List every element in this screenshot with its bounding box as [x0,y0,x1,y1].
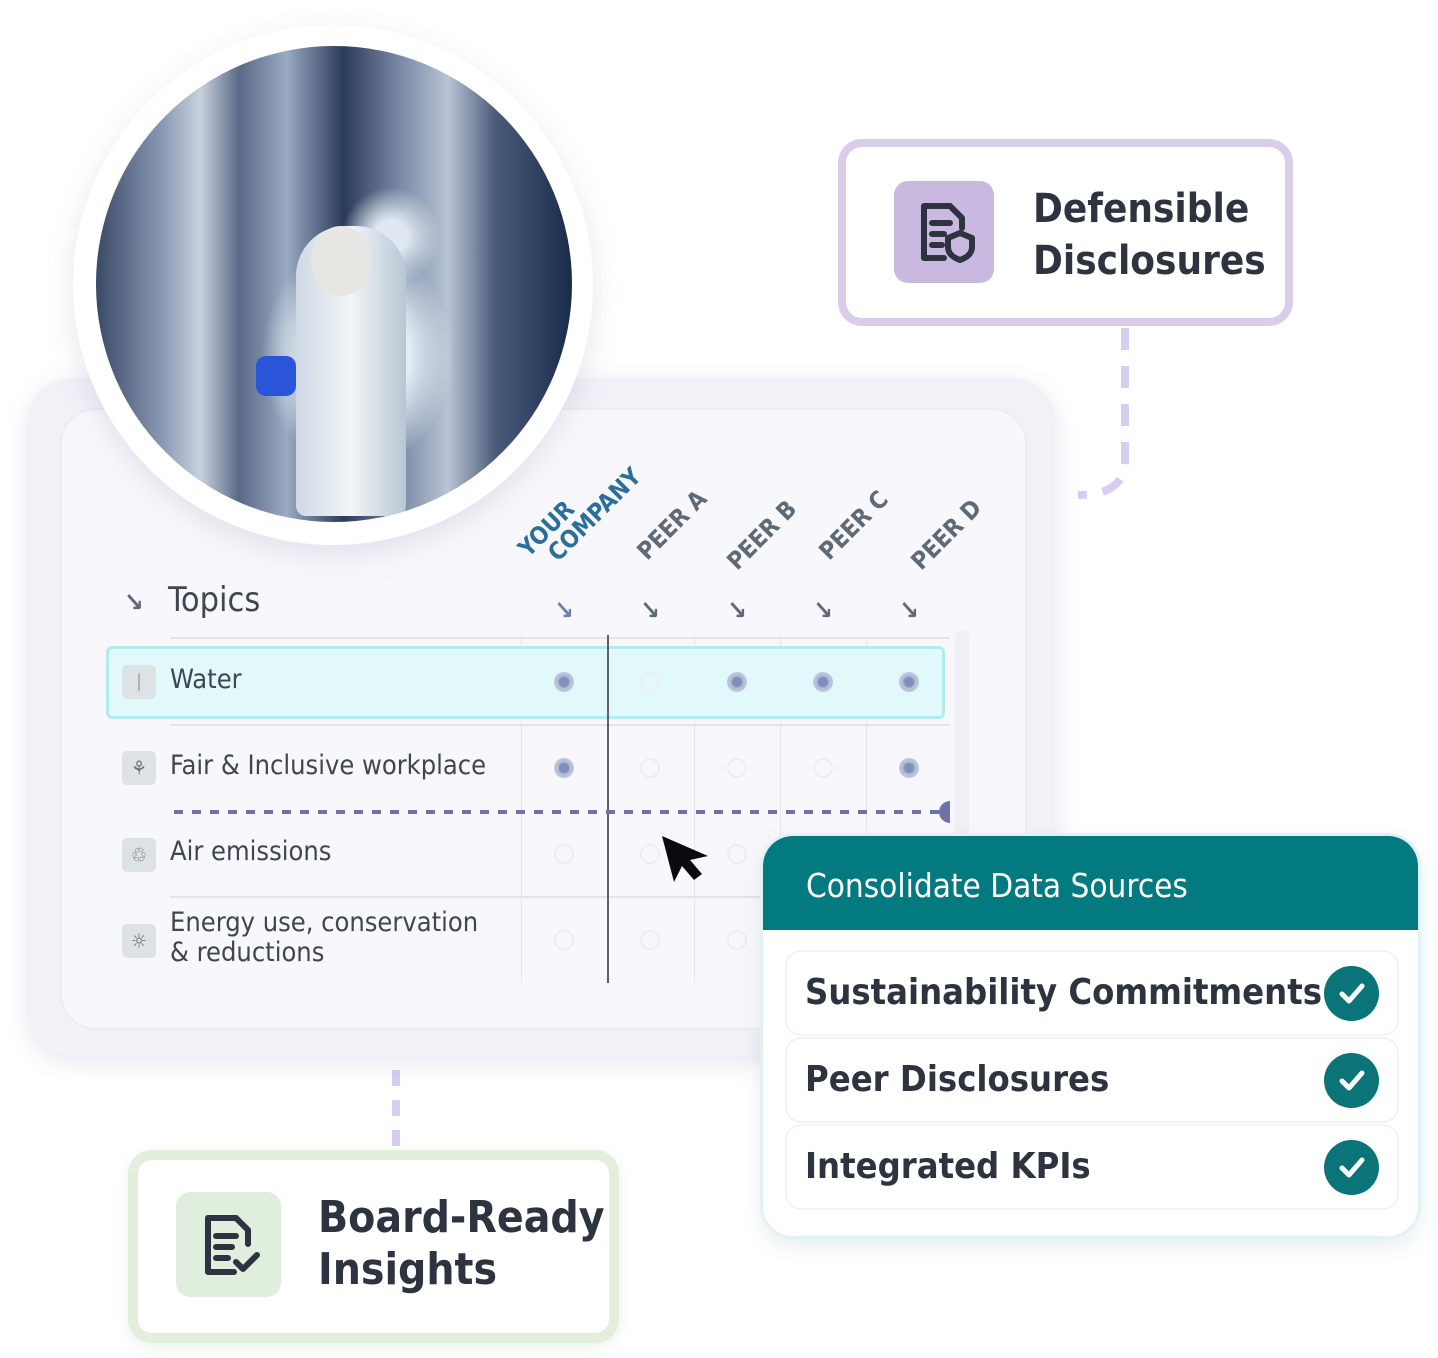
topic-water[interactable]: Water [170,664,242,695]
mark-filled[interactable] [727,672,747,692]
topic-air-emissions[interactable]: Air emissions [170,836,332,867]
topic-energy-use[interactable]: Energy use, conservation& reductions [170,908,478,968]
topic-line: Energy use, conservation [170,907,479,938]
source-label: Sustainability Commitments [805,972,1322,1013]
column-divider [694,635,695,983]
water-tap-icon: ᛁ [122,665,156,699]
document-shield-icon [894,181,994,283]
mark-empty[interactable] [727,930,747,950]
checkmark-icon[interactable] [1324,966,1379,1021]
source-item-integrated-kpis[interactable]: Integrated KPIs [787,1126,1397,1208]
company-separator [607,635,609,983]
mark-empty[interactable] [727,844,747,864]
row-divider [170,637,950,639]
document-check-icon [176,1192,281,1297]
energy-icon: ☼ [122,924,156,958]
consolidate-data-sources-card: Consolidate Data Sources Sustainability … [763,836,1418,1236]
mark-filled[interactable] [813,672,833,692]
mark-empty[interactable] [554,930,574,950]
topics-header[interactable]: Topics [168,580,261,620]
mark-filled[interactable] [554,672,574,692]
sort-arrow-icon[interactable]: ↘ [813,596,833,626]
topic-fair-inclusive-workplace[interactable]: Fair & Inclusive workplace [170,750,487,781]
column-divider [780,635,781,983]
mark-empty[interactable] [727,758,747,778]
column-divider [521,635,522,983]
column-divider [866,635,867,983]
sort-arrow-icon[interactable]: ↘ [554,596,574,626]
topic-line: & reductions [170,937,325,968]
sort-arrow-icon[interactable]: ↘ [640,596,660,626]
mark-empty[interactable] [813,758,833,778]
checkmark-icon[interactable] [1324,1140,1379,1195]
factory-worker-photo [96,46,572,522]
air-icon: ♲ [122,838,156,872]
mark-empty[interactable] [640,672,660,692]
source-item-sustainability-commitments[interactable]: Sustainability Commitments [787,952,1397,1034]
selected-row-highlight[interactable] [106,646,945,719]
mark-filled[interactable] [899,758,919,778]
mark-filled[interactable] [554,758,574,778]
mark-empty[interactable] [640,930,660,950]
mark-empty[interactable] [640,844,660,864]
mark-filled[interactable] [899,672,919,692]
row-divider [170,724,950,726]
consolidate-title: Consolidate Data Sources [763,836,1418,930]
mark-empty[interactable] [554,844,574,864]
row-divider [170,896,950,898]
sort-arrow-icon[interactable]: ↘ [727,596,747,626]
source-label: Integrated KPIs [805,1146,1091,1187]
mark-empty[interactable] [640,758,660,778]
source-item-peer-disclosures[interactable]: Peer Disclosures [787,1039,1397,1121]
sort-arrow-icon[interactable]: ↘ [899,596,919,626]
sort-arrow-icon[interactable]: ↘ [124,588,144,618]
source-label: Peer Disclosures [805,1059,1110,1100]
mouse-cursor-icon [662,836,708,882]
checkmark-icon[interactable] [1324,1053,1379,1108]
people-icon: ⚘ [122,751,156,785]
